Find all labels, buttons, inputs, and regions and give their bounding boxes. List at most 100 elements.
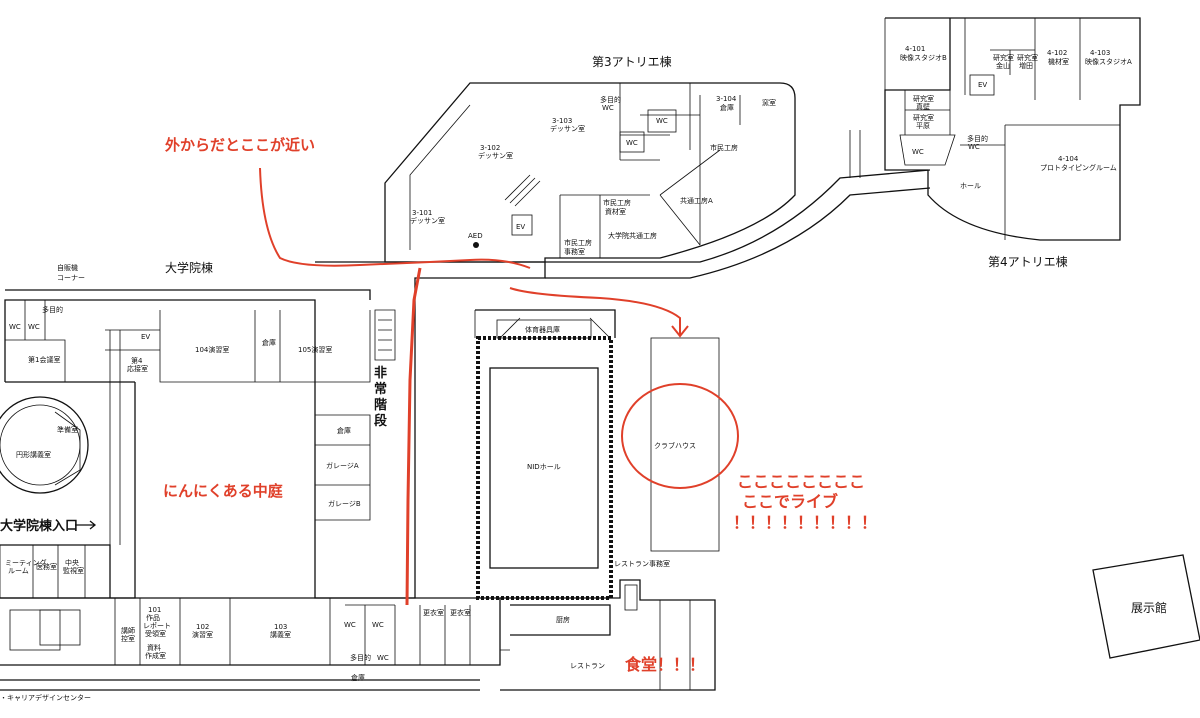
- lab-kaneyama-label-1: 研究室: [993, 53, 1014, 62]
- career-center-label: ・キャリアデザインセンター: [0, 693, 91, 702]
- garage-a-label: ガレージA: [326, 461, 359, 470]
- restaurant-label: レストラン: [570, 662, 605, 670]
- corridor-to-atelier4: [545, 130, 931, 279]
- meeting-room-label-1: ミーティング: [5, 558, 47, 567]
- room-102-number: 102: [196, 623, 209, 631]
- room-3-103-number: 3-103: [552, 117, 572, 125]
- room-103-name: 講義室: [270, 630, 291, 639]
- lower-wc-label-1: WC: [344, 621, 356, 629]
- shared-workshop-a-label: 共通工房A: [680, 196, 713, 205]
- room-4-104-name: プロトタイピングルーム: [1040, 163, 1117, 172]
- changing-room-label-1: 更衣室: [423, 608, 444, 617]
- room-101-line-2: 作品: [146, 613, 160, 622]
- room-3-102-number: 3-102: [480, 144, 500, 152]
- atelier4-ev-label: EV: [978, 81, 987, 89]
- gym-storage-label: 体育器具庫: [525, 325, 560, 334]
- atelier4-mp-wc-label-2: WC: [968, 143, 980, 151]
- hall-label: ホール: [960, 182, 981, 190]
- annotation-live-line-3: ！！！！！！！！！: [733, 513, 877, 532]
- meeting-room-label-2: ルーム: [8, 567, 29, 575]
- lower-mp-wc-label: 多目的: [350, 653, 371, 662]
- room-101-line-6: 作成室: [145, 651, 166, 660]
- garage-storage-label: 倉庫: [337, 426, 351, 435]
- room-4-102-name: 機材室: [1048, 57, 1069, 66]
- grad-mp-wc-label: 多目的: [42, 305, 63, 314]
- annotation-live-line-2: ここでライブ: [742, 492, 838, 511]
- grad-ev-label: EV: [141, 333, 150, 341]
- room-101-number: 101: [148, 606, 161, 614]
- citizen-workshop-label: 市民工房: [710, 143, 738, 152]
- central-label-1: 中央: [65, 558, 79, 567]
- lower-storage-label: 倉庫: [351, 673, 365, 682]
- atelier3-building: 第3アトリエ棟 3-101 デッサン室 3-102 デッサン室 3-103 デッ…: [384, 54, 796, 263]
- lab-managabe-label-2: 真壁: [916, 102, 930, 111]
- room-104-label: 104演習室: [195, 345, 229, 354]
- emergency-stairs-label-1: 非: [374, 365, 387, 381]
- atelier3-mp-wc-label-2: WC: [602, 104, 614, 112]
- grad-wc-label-2: WC: [28, 323, 40, 331]
- aed-icon: [473, 242, 479, 248]
- meeting1-label: 第1会議室: [28, 355, 60, 364]
- room-101-line-3: レポート: [143, 622, 171, 630]
- nid-hall: NIDホール 体育器具庫: [474, 309, 616, 600]
- kiln-room-label: 窯室: [762, 98, 776, 107]
- grad-storage-label: 倉庫: [262, 338, 276, 347]
- citizen-material-label-1: 市民工房: [603, 198, 631, 207]
- emergency-stairs-label-3: 階: [374, 397, 387, 413]
- annotation-near-outside: 外からだとここが近い: [164, 136, 315, 154]
- lower-mp-wc-label-2: WC: [377, 654, 389, 662]
- atelier3-mp-wc-label-1: 多目的: [600, 95, 621, 104]
- exhibit-label: 展示館: [1131, 600, 1167, 615]
- lower-wing: ミーティング ルーム 医務室 中央 監視室 講師 控室 101 作品 レポート …: [0, 544, 501, 702]
- club-house-label: クラブハウス: [654, 441, 696, 450]
- lecturer-label-2: 控室: [121, 634, 135, 643]
- room-4-101-number: 4-101: [905, 45, 925, 53]
- room-105-label: 105演習室: [298, 345, 332, 354]
- room-101-line-4: 受領室: [145, 629, 166, 638]
- atelier4-mp-wc-label-1: 多目的: [967, 134, 988, 143]
- grad-building-title: 大学院棟: [165, 260, 213, 275]
- emergency-stairs-label-2: 常: [374, 381, 387, 397]
- citizen-material-label-2: 資材室: [605, 207, 626, 216]
- annotation-garlic-courtyard: にんにくある中庭: [163, 482, 284, 500]
- medical-label: 医務室: [36, 562, 57, 571]
- lecturer-label-1: 講師: [121, 626, 135, 635]
- room-4-102-number: 4-102: [1047, 49, 1067, 57]
- room-102-name: 演習室: [192, 630, 213, 639]
- citizen-office-label-1: 市民工房: [564, 238, 592, 247]
- room-4-103-number: 4-103: [1090, 49, 1110, 57]
- lab-managabe-label-1: 研究室: [913, 94, 934, 103]
- grad-building: 大学院棟 自販機 コーナー WC WC 多目的 第1会議室 第4 応接室 EV …: [0, 260, 546, 599]
- arrow-to-club-house: [509, 287, 681, 335]
- room-101-line-5: 資料: [147, 643, 161, 652]
- room-4-101-name: 映像スタジオB: [900, 53, 947, 62]
- grad-entrance-label: 大学院棟入口: [0, 518, 78, 534]
- aed-label: AED: [468, 232, 483, 240]
- room-3-103-name: デッサン室: [550, 124, 585, 133]
- atelier4-title: 第4アトリエ棟: [988, 254, 1068, 269]
- room-4-104-number: 4-104: [1058, 155, 1079, 163]
- lab-hirahara-label-2: 平原: [916, 122, 930, 130]
- room-3-101-name: デッサン室: [410, 216, 445, 225]
- nid-hall-label: NIDホール: [527, 463, 561, 471]
- atelier3-wc-label-1: WC: [656, 117, 668, 125]
- lab-kaneyama-label-2: 金山: [996, 61, 1010, 70]
- club-house-circle: [621, 383, 739, 489]
- lab-masuda-label-1: 研究室: [1017, 53, 1038, 62]
- lab-masuda-label-2: 増田: [1019, 61, 1033, 70]
- room-103-number: 103: [274, 623, 287, 631]
- restaurant-block: レストラン事務室 厨房 レストラン: [500, 559, 716, 691]
- prep-room-label: 準備室: [57, 425, 78, 434]
- room-4-103-name: 映像スタジオA: [1085, 57, 1132, 66]
- annotation-live-line-1: ここここここここ: [737, 472, 865, 491]
- restaurant-office-label: レストラン事務室: [614, 559, 670, 568]
- reception4-label-2: 応接室: [127, 364, 148, 373]
- red-annotations: 外からだとここが近い にんにくある中庭 ここここここここ ここでライブ ！！！！…: [163, 136, 877, 674]
- kitchen-label: 厨房: [556, 615, 570, 624]
- room-3-104-name: 倉庫: [720, 103, 734, 112]
- room-3-101-number: 3-101: [412, 209, 432, 217]
- room-3-104-number: 3-104: [716, 95, 737, 103]
- circle-hall-label: 円形講義室: [16, 450, 51, 459]
- club-house: クラブハウス: [650, 337, 720, 552]
